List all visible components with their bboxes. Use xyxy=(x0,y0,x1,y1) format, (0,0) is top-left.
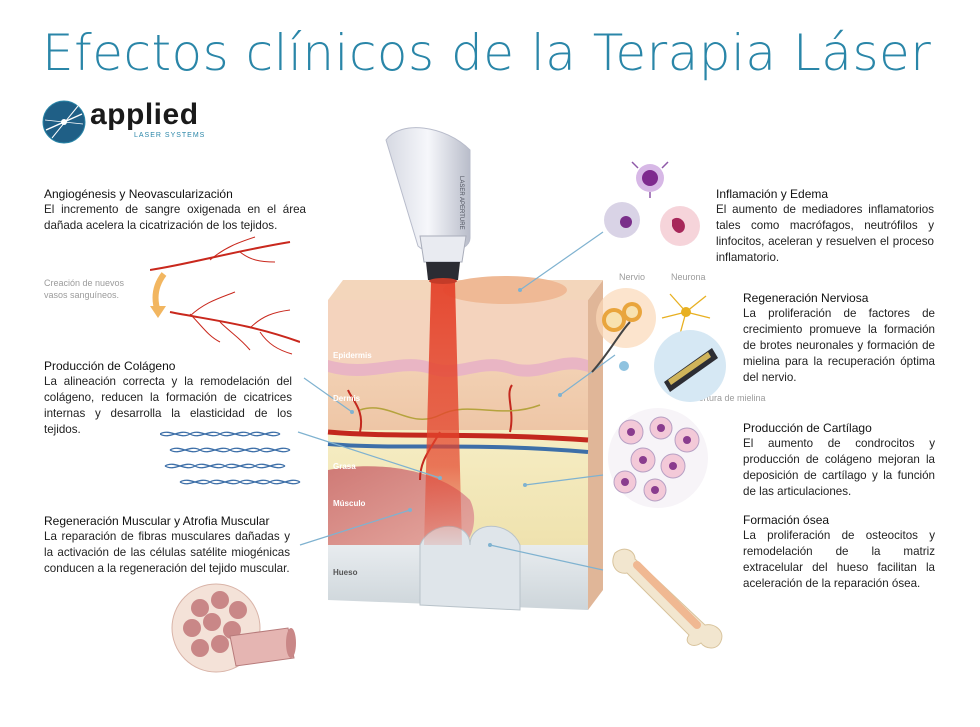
logo-wordmark: applied xyxy=(90,98,199,131)
layer-label-dermis: Dermis xyxy=(333,394,361,403)
muscle-heading: Regeneración Muscular y Atrofia Muscular xyxy=(44,514,270,528)
inflammation-heading: Inflamación y Edema xyxy=(716,187,829,201)
muscle-fiber-illustration xyxy=(171,583,296,673)
cartilage-block: Producción de Cartílago El aumento de co… xyxy=(743,420,935,500)
collagen-block: Producción de Colágeno La alineación cor… xyxy=(44,358,292,438)
bone-heading: Formación ósea xyxy=(743,513,830,527)
nerve-illustration xyxy=(591,288,726,402)
applied-logo: applied LASER SYSTEMS xyxy=(42,100,242,146)
nerve-block: Regeneración Nerviosa La proliferación d… xyxy=(743,290,935,386)
angiogenesis-body: El incremento de sangre oxigenada en el … xyxy=(44,203,306,232)
applied-globe-icon xyxy=(42,100,86,144)
page-title: Efectos clínicos de la Terapia Láser xyxy=(42,24,932,82)
nerve-body: La proliferación de factores de crecimie… xyxy=(743,307,935,384)
cartilage-body: El aumento de condrocitos y producción d… xyxy=(743,437,935,498)
collagen-heading: Producción de Colágeno xyxy=(44,359,176,373)
layer-label-epidermis: Epidermis xyxy=(333,351,372,360)
bone-body: La proliferación de osteocitos y remodel… xyxy=(743,529,935,590)
myelin-label: Cobertura de mielina xyxy=(682,393,766,403)
layer-label-bone: Hueso xyxy=(333,568,358,577)
muscle-block: Regeneración Muscular y Atrofia Muscular… xyxy=(44,513,290,577)
bone-illustration xyxy=(612,548,723,649)
cartilage-cells-illustration xyxy=(608,408,708,508)
angiogenesis-block: Angiogénesis y Neovascularización El inc… xyxy=(44,186,306,234)
inflammatory-cells-illustration xyxy=(604,161,700,246)
device-aperture-label: LASER APERTURE xyxy=(458,176,464,230)
bone-block: Formación ósea La proliferación de osteo… xyxy=(743,512,935,592)
nerve-label: Nervio xyxy=(619,272,646,282)
nerve-heading: Regeneración Nerviosa xyxy=(743,291,869,305)
inflammation-body: El aumento de mediadores inflamatorios t… xyxy=(716,203,934,264)
inflammation-block: Inflamación y Edema El aumento de mediad… xyxy=(716,186,934,266)
neuron-label: Neurona xyxy=(671,272,706,282)
angiogenesis-note: Creación de nuevos vasos sanguíneos. xyxy=(44,278,125,300)
layer-label-muscle: Músculo xyxy=(333,499,366,508)
logo-subtitle: LASER SYSTEMS xyxy=(134,132,206,139)
layer-label-fat: Grasa xyxy=(333,462,356,471)
collagen-fibers-illustration xyxy=(160,431,301,485)
collagen-body: La alineación correcta y la remodelación… xyxy=(44,375,292,436)
angiogenesis-heading: Angiogénesis y Neovascularización xyxy=(44,187,233,201)
muscle-body: La reparación de fibras musculares dañad… xyxy=(44,530,290,575)
blood-vessels-illustration xyxy=(150,236,300,355)
cartilage-heading: Producción de Cartílago xyxy=(743,421,872,435)
